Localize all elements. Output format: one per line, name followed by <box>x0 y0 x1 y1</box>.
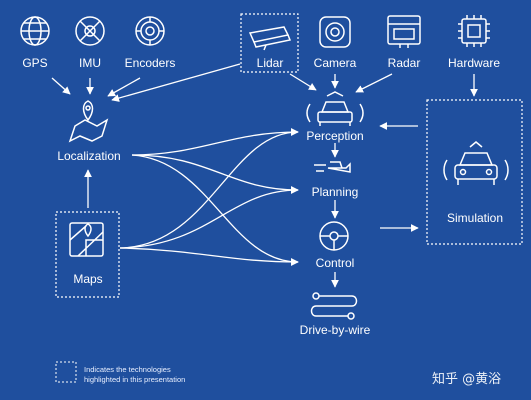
arrow-lidar-perception <box>289 73 317 91</box>
simulation-label: Simulation <box>446 211 504 225</box>
gps-icon <box>20 16 50 46</box>
simulation-car-icon <box>443 141 509 185</box>
perception-label: Perception <box>306 129 364 143</box>
arrow-maps-perception <box>119 128 299 249</box>
simulation-highlight-box <box>426 99 523 245</box>
control-label: Control <box>315 256 355 270</box>
drive-by-wire-icon <box>310 292 358 320</box>
localization-pin-icon <box>68 100 109 143</box>
arrow-localization-planning <box>131 154 299 194</box>
legend-text: Indicates the technologies highlighted i… <box>84 365 244 385</box>
arrow-localization-perception <box>131 128 299 156</box>
arrow-encoders-localization <box>107 77 141 97</box>
arrow-lidar-localization <box>111 63 241 102</box>
arrow-maps-planning <box>119 186 299 249</box>
lidar-label: Lidar <box>256 56 284 70</box>
maps-label: Maps <box>73 272 103 286</box>
encoders-icon <box>135 16 165 46</box>
hardware-label: Hardware <box>447 56 501 70</box>
arrow-radar-perception <box>355 73 393 93</box>
maps-highlight-box <box>55 211 120 298</box>
legend-line-1: Indicates the technologies <box>84 365 171 374</box>
legend-swatch <box>55 361 77 383</box>
arrow-gps-localization <box>51 77 71 95</box>
encoders-label: Encoders <box>124 56 176 70</box>
imu-icon <box>75 16 105 46</box>
camera-label: Camera <box>313 56 357 70</box>
steering-wheel-icon <box>319 221 349 251</box>
lidar-icon <box>248 26 292 51</box>
maps-icon <box>69 222 104 257</box>
drive-by-wire-label: Drive-by-wire <box>299 323 371 337</box>
radar-label: Radar <box>387 56 421 70</box>
gps-label: GPS <box>22 56 48 70</box>
localization-label: Localization <box>57 149 121 163</box>
planning-route-icon <box>314 161 351 173</box>
watermark: 知乎 @黄浴 <box>432 372 502 387</box>
arrow-maps-control <box>119 247 299 266</box>
camera-icon <box>319 16 351 48</box>
arrow-localization-control <box>131 154 299 266</box>
radar-icon <box>387 15 421 48</box>
imu-label: IMU <box>79 56 101 70</box>
perception-car-icon <box>306 91 364 126</box>
planning-label: Planning <box>311 185 359 199</box>
hardware-icon <box>458 15 490 47</box>
connector-lines <box>51 63 478 288</box>
legend-line-2: highlighted in this presentation <box>84 375 186 384</box>
lidar-highlight-box <box>240 13 299 73</box>
